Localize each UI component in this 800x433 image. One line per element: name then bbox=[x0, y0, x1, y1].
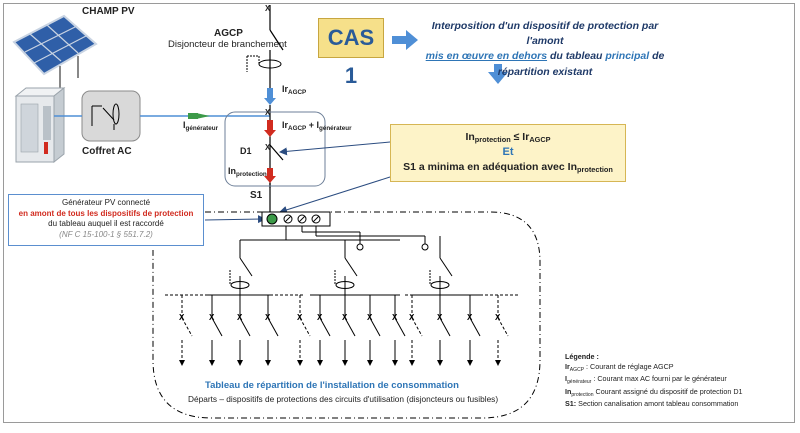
coffret-ac-label: Coffret AC bbox=[82, 146, 132, 157]
legend-item: Inprotection Courant assigné du disposit… bbox=[565, 386, 743, 398]
ir-plus-igen-label: IrAGCP + Igénérateur bbox=[282, 120, 352, 132]
cas-arrow-right-icon bbox=[392, 30, 418, 50]
tableau-outline bbox=[152, 211, 541, 419]
agcp-subtitle: Disjoncteur de branchement bbox=[168, 39, 287, 50]
x-mark: X bbox=[409, 313, 415, 322]
condition-box: Inprotection ≤ IrAGCP Et S1 a minima en … bbox=[390, 124, 626, 182]
x-mark: X bbox=[367, 313, 373, 322]
in-protection-arrow bbox=[267, 168, 273, 178]
generator-note-box: Générateur PV connecté en amont de tous … bbox=[8, 194, 204, 246]
tableau-subtitle: Départs – dispositifs de protections des… bbox=[188, 394, 499, 404]
coffret-breaker-icon bbox=[91, 103, 120, 130]
x-mark: X bbox=[467, 313, 473, 322]
x-mark: X bbox=[237, 313, 243, 322]
d1-switch bbox=[269, 144, 284, 161]
x-mark: X bbox=[317, 313, 323, 322]
terminal-block bbox=[261, 211, 331, 227]
generator-current-arrow bbox=[196, 113, 210, 119]
x-mark: X bbox=[342, 313, 348, 322]
diagram-frame bbox=[3, 3, 795, 423]
x-mark: X bbox=[437, 313, 443, 322]
d1-label: D1 bbox=[240, 146, 252, 156]
tableau-title: Tableau de répartition de l'installation… bbox=[205, 380, 459, 391]
group-1 bbox=[229, 240, 253, 295]
i-generateur-label: Igénérateur bbox=[183, 120, 219, 132]
x-mark: X bbox=[392, 313, 398, 322]
ir-plus-igen-arrow bbox=[267, 120, 273, 132]
ir-agcp-arrow bbox=[267, 88, 273, 100]
ir-agcp-label: IrAGCP bbox=[282, 84, 307, 96]
x-mark: X bbox=[179, 313, 185, 322]
in-protection-label: Inprotection bbox=[228, 166, 267, 178]
group-2 bbox=[334, 240, 358, 295]
agcp-title: AGCP bbox=[214, 28, 243, 39]
d1-frame bbox=[224, 111, 326, 187]
x-mark: X bbox=[265, 313, 271, 322]
legend-item: S1: Section canalisation amont tableau c… bbox=[565, 398, 739, 408]
pv-connection-point bbox=[266, 213, 278, 225]
x-mark: X bbox=[209, 313, 215, 322]
x-mark: X bbox=[265, 143, 271, 152]
legend-item: IrAGCP : Courant de réglage AGCP bbox=[565, 362, 674, 374]
cas-badge: CAS 1 bbox=[318, 18, 384, 88]
x-mark: X bbox=[495, 313, 501, 322]
headline: Interposition d'un dispositif de protect… bbox=[425, 20, 665, 78]
cas-arrow-down-icon bbox=[488, 64, 508, 84]
legend: Légende : IrAGCP : Courant de réglage AG… bbox=[565, 352, 743, 408]
solar-panel-icon bbox=[12, 14, 98, 90]
agcp-switch bbox=[269, 29, 284, 51]
group-3 bbox=[429, 236, 453, 295]
s1-label: S1 bbox=[250, 190, 263, 201]
x-mark: X bbox=[297, 313, 303, 322]
legend-item: Igénérateur : Courant max AC fourni par … bbox=[565, 374, 727, 386]
champ-pv-label: CHAMP PV bbox=[82, 6, 135, 17]
inverter-cabinet-icon bbox=[14, 86, 66, 164]
x-mark: X bbox=[265, 4, 271, 13]
x-mark: X bbox=[265, 108, 271, 117]
